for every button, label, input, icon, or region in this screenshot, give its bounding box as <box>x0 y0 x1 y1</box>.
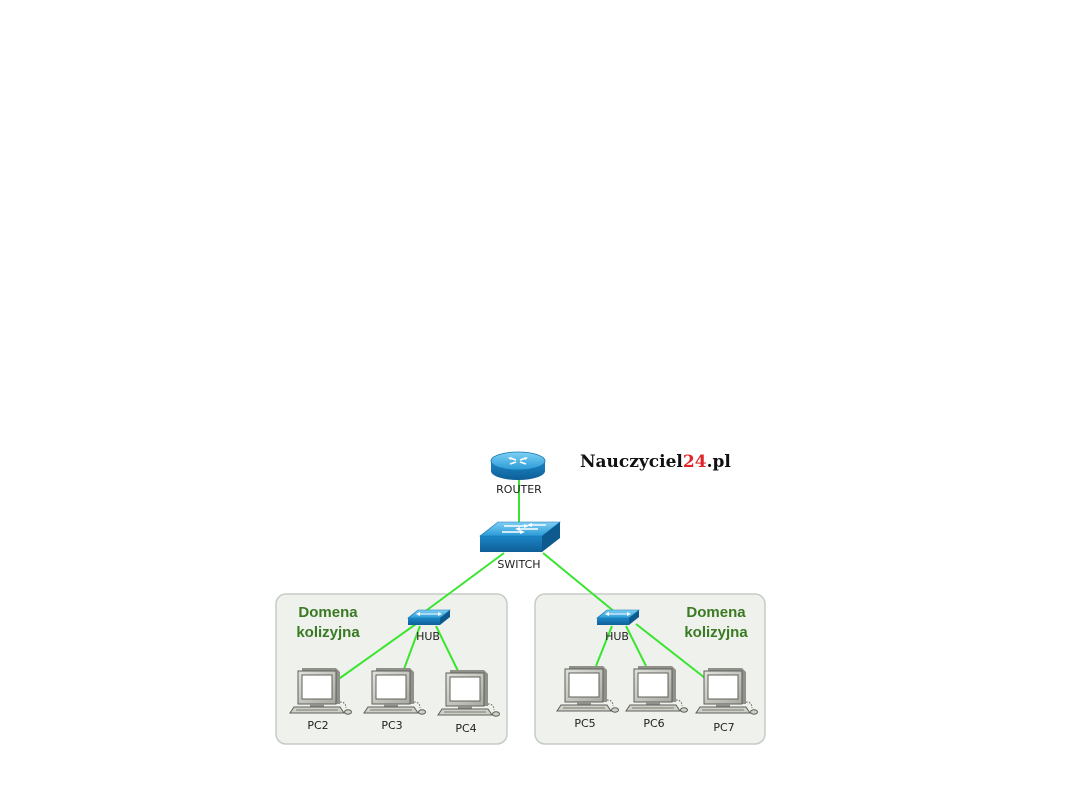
link-switch-hub-right <box>542 552 617 614</box>
router-label: ROUTER <box>496 483 542 496</box>
brand-logo: Nauczyciel24.pl <box>580 452 731 472</box>
pc5-label: PC5 <box>574 717 595 730</box>
links <box>332 477 706 684</box>
brand-name: Nauczyciel <box>580 452 683 472</box>
pc4-label: PC4 <box>455 722 476 735</box>
zone-right-label-line1: Domena <box>686 604 746 621</box>
hub-left-label: HUB <box>416 630 440 643</box>
zone-right-label-line2: kolizyjna <box>684 624 748 641</box>
pc6-label: PC6 <box>643 717 664 730</box>
pc2-label: PC2 <box>307 719 328 732</box>
pc7-label: PC7 <box>713 721 734 734</box>
brand-number: 24 <box>683 452 707 472</box>
brand-suffix: .pl <box>707 452 732 472</box>
link-hub-left-pc4 <box>435 625 459 672</box>
link-hub-left-pc3 <box>403 625 421 670</box>
link-switch-hub-left <box>422 552 505 614</box>
link-hub-right-pc6 <box>625 625 647 667</box>
link-hub-left-pc2 <box>332 623 417 684</box>
link-hub-right-pc5 <box>595 625 613 667</box>
hub-right-label: HUB <box>605 630 629 643</box>
zone-left-label-line1: Domena <box>298 604 358 621</box>
zone-left-label-line2: kolizyjna <box>296 624 360 641</box>
pc3-label: PC3 <box>381 719 402 732</box>
router-icon <box>490 451 546 480</box>
switch-icon <box>479 521 561 552</box>
link-hub-right-pc7 <box>635 623 706 679</box>
switch-label: SWITCH <box>497 558 540 571</box>
